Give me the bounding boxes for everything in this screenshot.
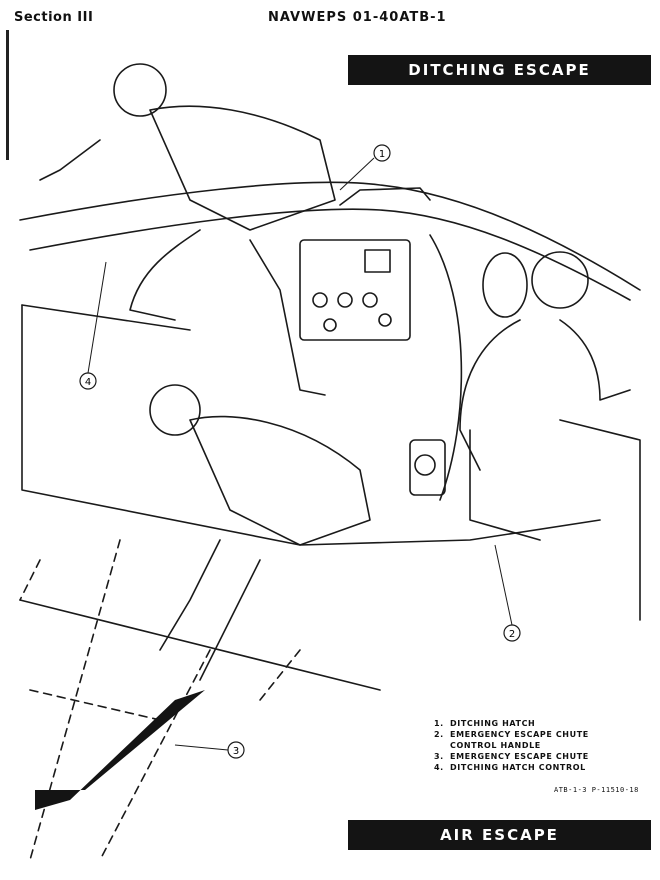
- escape-chute-slide: [35, 690, 205, 810]
- callout-3: 3: [227, 741, 245, 759]
- escape-chute-outline: [19, 599, 381, 691]
- fuselage-top-line: [19, 181, 641, 291]
- title-air-escape: AIR ESCAPE: [440, 826, 559, 844]
- legend-item: 2.EMERGENCY ESCAPE CHUTE CONTROL HANDLE: [434, 730, 589, 750]
- crewman-upper-helmet: [113, 63, 167, 117]
- legend-item: 3.EMERGENCY ESCAPE CHUTE: [434, 752, 589, 761]
- right-console: [559, 419, 641, 621]
- pilot-seat-headrest: [482, 252, 528, 318]
- svg-text:4: 4: [85, 377, 91, 388]
- margin-rule: [6, 30, 9, 160]
- callout-1: 1: [373, 144, 391, 162]
- cabin-wall-left: [21, 304, 191, 331]
- fuselage-inner-line: [29, 208, 631, 301]
- callout-4: 4: [79, 372, 97, 390]
- instrument-panel: [299, 239, 411, 341]
- section-label: Section III: [14, 10, 94, 25]
- document-number: NAVWEPS 01-40ATB-1: [268, 10, 447, 25]
- title-bar-ditching-escape: DITCHING ESCAPE: [348, 55, 651, 85]
- title-ditching-escape: DITCHING ESCAPE: [408, 61, 591, 79]
- svg-text:1: 1: [379, 149, 385, 160]
- ditching-hatch: [339, 187, 431, 206]
- cabin-floor: [21, 304, 601, 546]
- crewman-lower-helmet: [149, 384, 201, 436]
- figure-reference: ATB-1-3 P-11510-18: [554, 786, 639, 794]
- pilot-helmet: [531, 251, 589, 309]
- svg-text:3: 3: [233, 746, 239, 757]
- legend-item: 4.DITCHING HATCH CONTROL: [434, 763, 586, 772]
- legend-item: 1.DITCHING HATCH: [434, 719, 536, 728]
- bulkhead-curve: [429, 234, 463, 501]
- escape-chute-control-handle: [409, 439, 446, 496]
- title-bar-air-escape: AIR ESCAPE: [348, 820, 651, 850]
- svg-text:2: 2: [509, 629, 515, 640]
- figure-legend: 1.DITCHING HATCH 2.EMERGENCY ESCAPE CHUT…: [434, 718, 620, 773]
- callout-2: 2: [503, 624, 521, 642]
